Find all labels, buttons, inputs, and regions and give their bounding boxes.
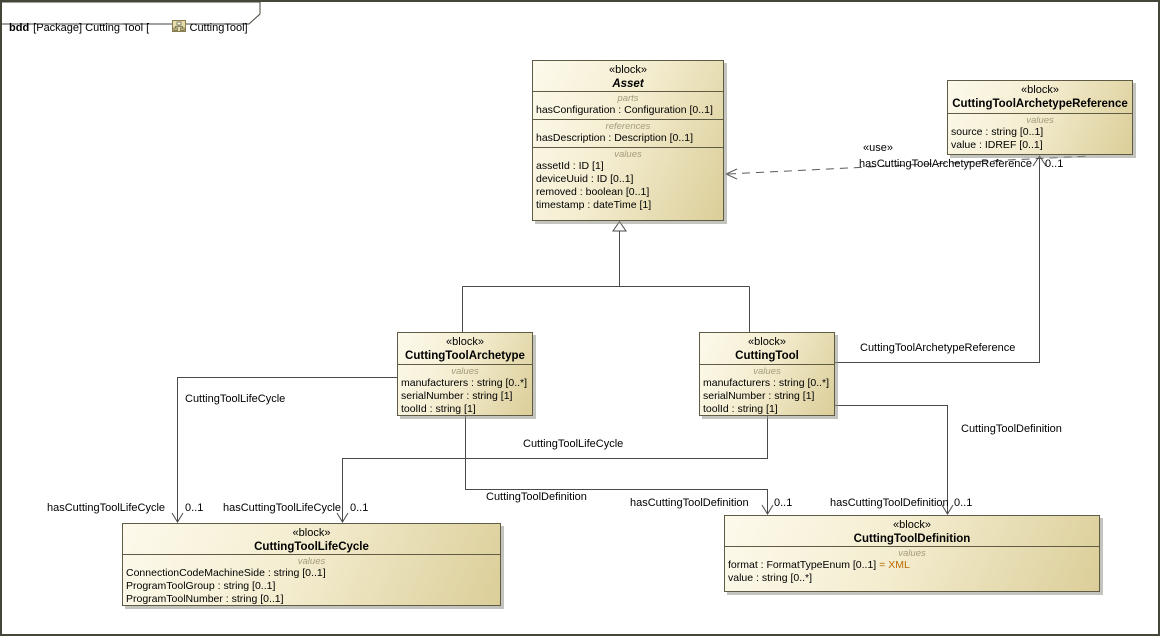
open-arrowhead-icon: [724, 168, 738, 180]
property-line: assetId : ID [1]: [536, 160, 604, 172]
values-compartment: values ConnectionCodeMachineSide : strin…: [123, 554, 500, 608]
property-line: removed : boolean [0..1]: [536, 186, 650, 198]
block-name: Asset: [612, 78, 644, 90]
multiplicity-label[interactable]: 0..1: [350, 502, 369, 514]
assoc-tool-archetype-reference[interactable]: [835, 155, 1047, 363]
property-line: source : string [0..1]: [951, 126, 1044, 138]
references-compartment: references hasDescription : Description …: [533, 119, 723, 147]
assoc-tool-lifecycle[interactable]: [336, 416, 768, 523]
diagram-tab[interactable]: bdd [Package] Cutting Tool [ CuttingTool…: [9, 6, 248, 50]
multiplicity-label[interactable]: 0..1: [1045, 158, 1064, 170]
property-line: value : string [0..*]: [728, 572, 813, 584]
compartment-label: values: [753, 366, 781, 377]
assoc-name-cutting-tool-definition-left[interactable]: CuttingToolDefinition: [486, 491, 587, 503]
block-cutting-tool-life-cycle[interactable]: «block» CuttingToolLifeCycle values Conn…: [122, 523, 501, 606]
role-label-has-cutting-tool-life-cycle-left[interactable]: hasCuttingToolLifeCycle: [47, 502, 166, 514]
open-arrowhead-icon: [1032, 155, 1047, 167]
block-name: CuttingToolDefinition: [853, 533, 971, 545]
assoc-archetype-lifecycle[interactable]: [171, 377, 397, 523]
block-header: «block» CuttingToolArchetype: [398, 333, 532, 364]
property-line: format : FormatTypeEnum [0..1] = XML: [725, 559, 1099, 572]
property-line: manufacturers : string [0..*]: [703, 377, 830, 389]
block-name: CuttingToolLifeCycle: [254, 541, 369, 553]
assoc-tool-definition[interactable]: [835, 405, 954, 515]
property-line: hasConfiguration : Configuration [0..1]: [536, 104, 713, 116]
assoc-name-cutting-tool-definition-right[interactable]: CuttingToolDefinition: [961, 423, 1062, 435]
block-cutting-tool[interactable]: «block» CuttingTool values manufacturers…: [699, 332, 835, 416]
open-arrowhead-icon: [171, 512, 184, 523]
block-asset[interactable]: «block» Asset parts hasConfiguration : C…: [532, 60, 724, 221]
use-dependency-connector[interactable]: [724, 155, 1090, 180]
diagram-kind-label: bdd: [9, 22, 30, 34]
role-label-has-cutting-tool-definition-right[interactable]: hasCuttingToolDefinition: [830, 497, 949, 509]
property-line: ConnectionCodeMachineSide : string [0..1…: [126, 567, 326, 579]
property-line: toolId : string [1]: [703, 403, 778, 415]
compartment-label: values: [451, 366, 479, 377]
property-text: format : FormatTypeEnum [0..1]: [728, 559, 880, 571]
open-arrowhead-icon: [761, 504, 774, 515]
values-compartment: values manufacturers : string [0..*] ser…: [398, 364, 532, 418]
assoc-name-cutting-tool-life-cycle-mid[interactable]: CuttingToolLifeCycle: [523, 438, 624, 450]
use-stereotype-label[interactable]: «use»: [863, 142, 893, 154]
block-name: CuttingToolArchetypeReference: [952, 98, 1128, 110]
stereotype-label: «block»: [609, 64, 647, 76]
property-line: toolId : string [1]: [401, 403, 476, 415]
multiplicity-label[interactable]: 0..1: [954, 497, 973, 509]
block-header: «block» CuttingToolArchetypeReference: [948, 81, 1132, 113]
values-compartment: values source : string [0..1] value : ID…: [948, 113, 1132, 154]
block-header: «block» Asset: [533, 61, 723, 91]
block-cutting-tool-definition[interactable]: «block» CuttingToolDefinition values for…: [724, 515, 1100, 592]
frame-tab-outline: [2, 2, 261, 25]
assoc-name-cutting-tool-archetype-reference[interactable]: CuttingToolArchetypeReference: [860, 342, 1016, 354]
compartment-label: values: [614, 149, 642, 160]
diagram-bracket-label: ]: [244, 22, 248, 34]
stereotype-label: «block»: [446, 336, 484, 348]
role-label-has-cutting-tool-definition-left[interactable]: hasCuttingToolDefinition: [630, 497, 749, 509]
compartment-label: values: [297, 556, 326, 567]
open-arrowhead-icon: [336, 512, 349, 523]
compartment-label: references: [605, 121, 651, 132]
block-cutting-tool-archetype[interactable]: «block» CuttingToolArchetype values manu…: [397, 332, 533, 416]
role-label-has-cutting-tool-life-cycle-mid[interactable]: hasCuttingToolLifeCycle: [223, 502, 342, 514]
stereotype-label: «block»: [893, 519, 931, 531]
assoc-archetype-definition[interactable]: [465, 416, 774, 515]
stereotype-label: «block»: [1021, 84, 1059, 96]
property-line: serialNumber : string [1]: [703, 390, 815, 402]
default-value-text: = XML: [879, 559, 910, 571]
diagram-icon: [153, 6, 186, 50]
diagram-name-label: CuttingTool: [189, 22, 245, 34]
parts-compartment: parts hasConfiguration : Configuration […: [533, 91, 723, 119]
property-line: serialNumber : string [1]: [401, 390, 513, 402]
block-name: CuttingToolArchetype: [405, 350, 525, 362]
property-line: manufacturers : string [0..*]: [401, 377, 528, 389]
multiplicity-label[interactable]: 0..1: [185, 502, 204, 514]
compartment-label: values: [1026, 115, 1054, 126]
property-line: hasDescription : Description [0..1]: [536, 132, 693, 144]
property-line: ProgramToolGroup : string [0..1]: [126, 580, 276, 592]
stereotype-label: «block»: [292, 527, 331, 539]
generalization-triangle-icon: [612, 220, 627, 232]
property-line: deviceUuid : ID [0..1]: [536, 173, 634, 185]
property-line: value : IDREF [0..1]: [951, 139, 1043, 151]
multiplicity-label[interactable]: 0..1: [774, 497, 793, 509]
property-line: ProgramToolNumber : string [0..1]: [126, 593, 284, 605]
block-header: «block» CuttingTool: [700, 333, 834, 364]
open-arrowhead-icon: [941, 504, 954, 515]
role-label-has-cutting-tool-archetype-reference[interactable]: hasCuttingToolArchetypeReference: [859, 158, 1033, 170]
compartment-label: parts: [617, 93, 639, 104]
compartment-label: values: [898, 548, 926, 559]
diagram-context-label: [Package] Cutting Tool [: [33, 22, 150, 34]
values-compartment: values assetId : ID [1] deviceUuid : ID …: [533, 147, 723, 220]
property-line: timestamp : dateTime [1]: [536, 199, 652, 211]
block-name: CuttingTool: [735, 350, 799, 362]
values-compartment: values format : FormatTypeEnum [0..1] = …: [725, 546, 1099, 591]
stereotype-label: «block»: [748, 336, 786, 348]
block-cutting-tool-archetype-reference[interactable]: «block» CuttingToolArchetypeReference va…: [947, 80, 1133, 155]
assoc-name-cutting-tool-life-cycle-left[interactable]: CuttingToolLifeCycle: [185, 393, 286, 405]
block-header: «block» CuttingToolDefinition: [725, 516, 1099, 546]
generalization-connector[interactable]: [462, 220, 750, 333]
block-header: «block» CuttingToolLifeCycle: [123, 524, 500, 554]
values-compartment: values manufacturers : string [0..*] ser…: [700, 364, 834, 418]
